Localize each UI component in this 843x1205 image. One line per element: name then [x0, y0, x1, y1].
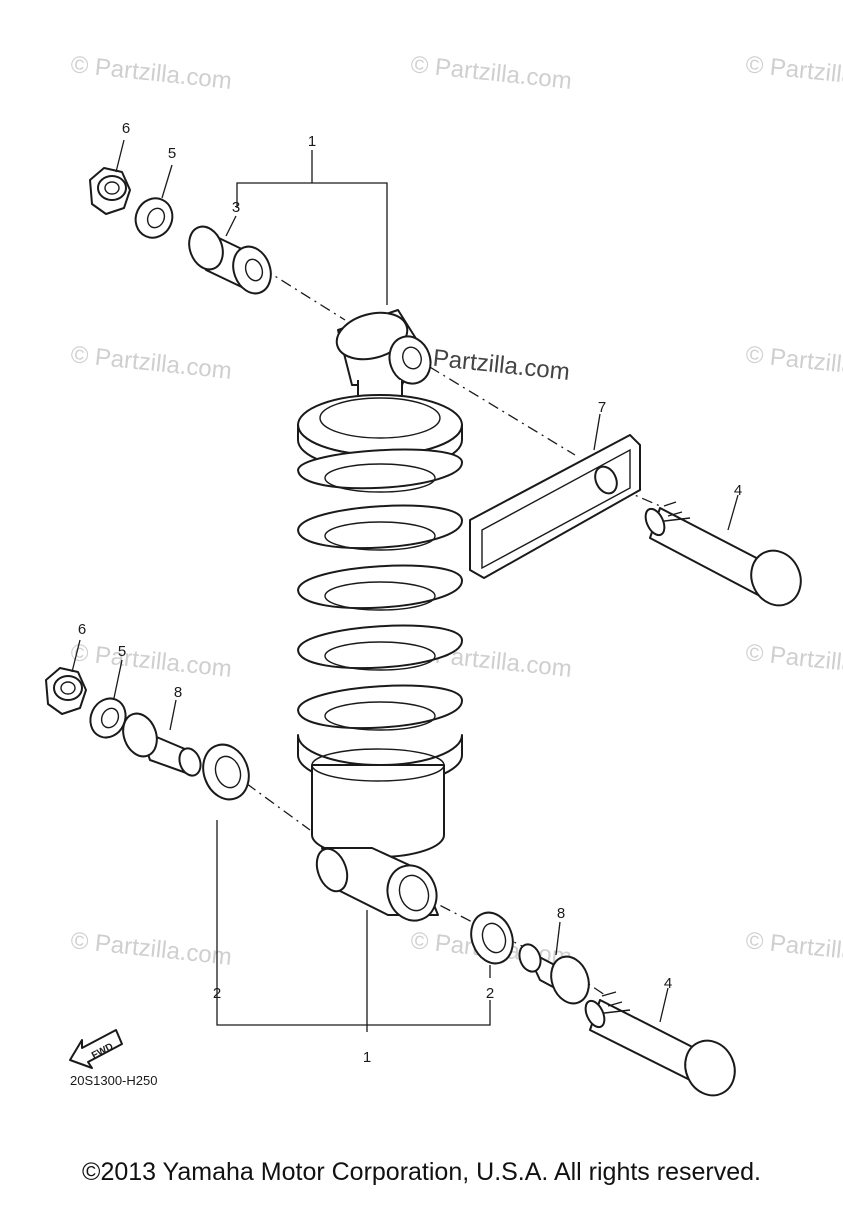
callout-4-top: 4: [734, 482, 742, 499]
bushing-right: [470, 911, 514, 965]
watermark: © Partzilla.com: [744, 639, 843, 683]
watermark-center: © Partzilla.com: [407, 342, 571, 386]
watermark: © Partzilla.com: [69, 341, 233, 385]
callout-8-left: 8: [174, 684, 182, 701]
callout-3: 3: [232, 199, 240, 216]
callout-4-bottom: 4: [664, 975, 672, 992]
callout-6-top: 6: [122, 120, 130, 137]
diagram-code: 20S1300-H250: [70, 1073, 157, 1088]
callout-6-bottom: 6: [78, 621, 86, 638]
watermark: © Partzilla.com: [69, 927, 233, 971]
bracket-part1-top: 1: [236, 133, 388, 305]
spring-coils: [297, 448, 464, 731]
collar-part8-right: 8: [518, 905, 590, 1005]
plate-part7: 7: [469, 399, 641, 579]
copyright-notice: ©2013 Yamaha Motor Corporation, U.S.A. A…: [82, 1158, 761, 1186]
bolt-top: 4: [644, 482, 802, 607]
washer-bottom: 5: [89, 643, 127, 739]
collar-part3: 3: [188, 199, 272, 295]
fwd-arrow-icon: FWD: [69, 1029, 123, 1069]
callout-5-bottom: 5: [118, 643, 126, 660]
watermark: © Partzilla.com: [744, 51, 843, 95]
bolt-bottom: 4: [584, 975, 736, 1097]
callout-1-bottom: 1: [363, 1049, 371, 1066]
callout-2-right: 2: [486, 985, 494, 1002]
watermark: © Partzilla.com: [744, 341, 843, 385]
bracket-part1-bottom: 2 2 1: [213, 820, 494, 1066]
watermark: © Partzilla.com: [69, 51, 233, 95]
callout-2-left: 2: [213, 985, 221, 1002]
callout-8-right: 8: [557, 905, 565, 922]
shock-absorber: [297, 309, 464, 922]
callout-1-top: 1: [308, 133, 316, 150]
watermark: © Partzilla.com: [744, 927, 843, 971]
nut-top: 6: [89, 120, 131, 215]
callout-5-top: 5: [168, 145, 176, 162]
watermark-layer: © Partzilla.com © Partzilla.com © Partzi…: [69, 51, 843, 971]
bushing-left: [202, 743, 250, 801]
nut-bottom: 6: [45, 621, 87, 715]
callout-7: 7: [598, 399, 606, 416]
collar-part8-left: 8: [122, 684, 202, 777]
watermark: © Partzilla.com: [409, 51, 573, 95]
watermark: © Partzilla.com: [69, 639, 233, 683]
washer-top: 5: [134, 145, 176, 239]
